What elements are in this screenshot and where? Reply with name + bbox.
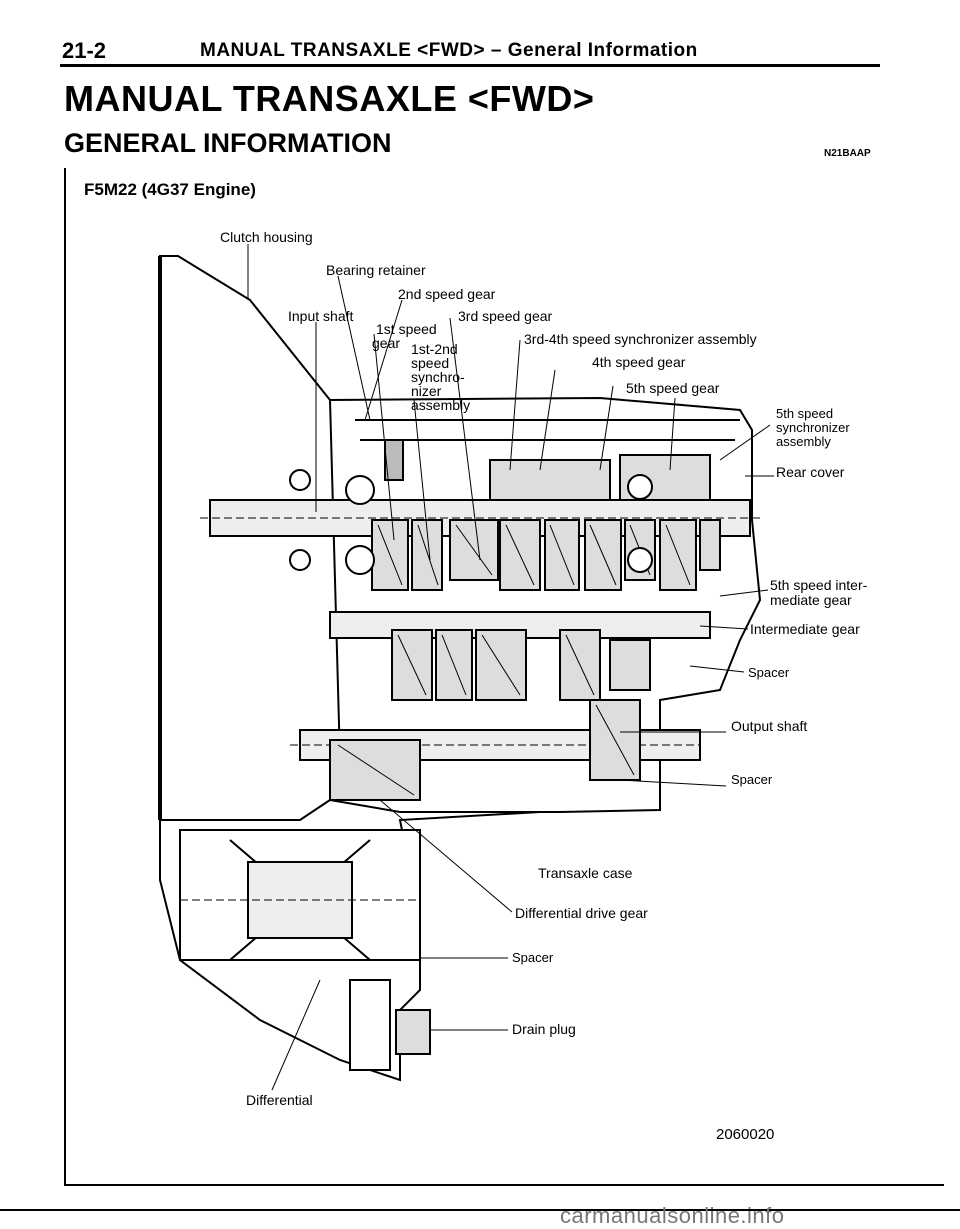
running-title: MANUAL TRANSAXLE <FWD> – General Informa… xyxy=(200,40,698,61)
label-3rd-4th-sync: 3rd-4th speed synchronizer assembly xyxy=(524,331,757,347)
section-code: N21BAAP xyxy=(824,148,871,159)
label-spacer-3: Spacer xyxy=(512,950,554,965)
label-output-shaft: Output shaft xyxy=(731,718,808,734)
label-4th-speed-gear: 4th speed gear xyxy=(592,354,686,370)
figure-number: 2060020 xyxy=(716,1126,775,1143)
label-input-shaft: Input shaft xyxy=(288,308,354,324)
label-5th-speed-gear: 5th speed gear xyxy=(626,380,720,396)
label-1st-2nd-sync-line4: nizer xyxy=(411,383,442,399)
label-clutch-housing: Clutch housing xyxy=(220,229,313,245)
label-1st-speed-gear-line1: 1st speed xyxy=(376,321,437,337)
left-margin-rule xyxy=(64,168,66,1184)
page-number: 21-2 xyxy=(62,38,107,63)
label-transaxle-case: Transaxle case xyxy=(538,865,633,881)
label-spacer-1: Spacer xyxy=(748,665,790,680)
label-5th-intermediate-line1: 5th speed inter- xyxy=(770,577,868,593)
label-rear-cover: Rear cover xyxy=(776,464,845,480)
label-5th-intermediate-line2: mediate gear xyxy=(770,592,852,608)
label-1st-2nd-sync-line5: assembly xyxy=(411,397,471,413)
label-3rd-speed-gear: 3rd speed gear xyxy=(458,308,553,324)
label-1st-speed-gear-line2: gear xyxy=(372,335,401,351)
section-subtitle: GENERAL INFORMATION xyxy=(64,128,392,158)
label-1st-2nd-sync-line1: 1st-2nd xyxy=(411,341,458,357)
label-drain-plug: Drain plug xyxy=(512,1021,576,1037)
label-differential: Differential xyxy=(246,1092,313,1108)
label-1st-2nd-sync-line3: synchro- xyxy=(411,369,465,385)
figure-title: F5M22 (4G37 Engine) xyxy=(84,180,256,199)
label-5th-sync-line1: 5th speed xyxy=(776,406,834,421)
label-2nd-speed-gear: 2nd speed gear xyxy=(398,286,496,302)
label-5th-sync-line2: synchronizer xyxy=(776,420,850,435)
label-1st-2nd-sync-line2: speed xyxy=(411,355,450,371)
footer-rule xyxy=(0,1209,960,1211)
bottom-frame-rule xyxy=(64,1184,944,1186)
section-title: MANUAL TRANSAXLE <FWD> xyxy=(64,78,595,119)
label-intermediate-gear: Intermediate gear xyxy=(750,621,860,637)
label-bearing-retainer: Bearing retainer xyxy=(326,262,426,278)
label-differential-drive-gear: Differential drive gear xyxy=(515,905,648,921)
label-spacer-2: Spacer xyxy=(731,772,773,787)
watermark: carmanualsonline.info xyxy=(560,1203,785,1228)
label-5th-sync-line3: assembly xyxy=(776,434,831,449)
header-rule xyxy=(60,64,880,67)
